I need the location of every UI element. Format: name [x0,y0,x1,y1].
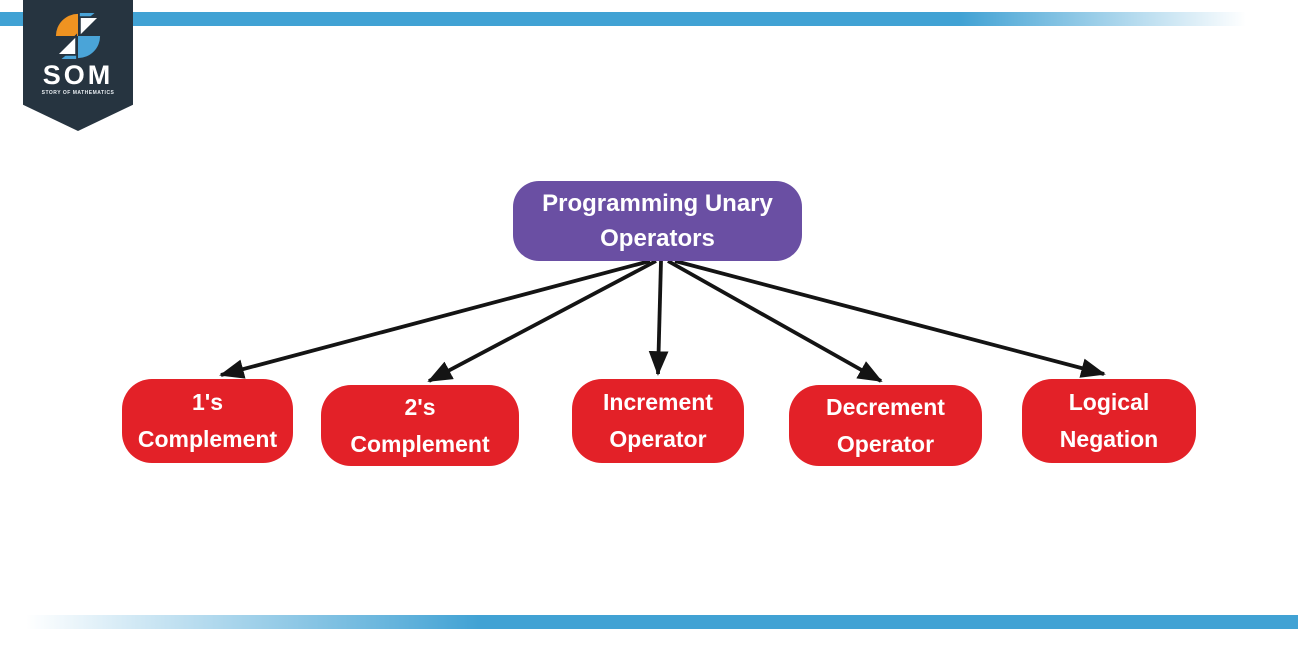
node-root: Programming Unary Operators [513,181,802,261]
node-decrement-operator: Decrement Operator [789,385,982,466]
node-logical-negation: Logical Negation [1022,379,1196,463]
som-logo-icon [55,13,101,59]
node-root-label: Programming Unary Operators [542,190,773,252]
top-accent-bar [0,12,1298,26]
arrow-root-to-logical-negation [674,259,1106,378]
som-logo-text: SOM [42,60,114,90]
node-logical-negation-label: Logical Negation [1059,389,1159,452]
arrow-root-to-increment-operator [648,260,669,376]
node-increment-operator: Increment Operator [572,379,744,463]
bottom-accent-bar [0,615,1298,629]
som-logo-badge: SOM STORY OF MATHEMATICS [23,0,133,131]
node-increment-operator-label: Increment Operator [603,389,713,452]
som-logo-tagline: STORY OF MATHEMATICS [41,90,115,96]
node-decrement-operator-label: Decrement Operator [826,393,945,457]
node-ones-complement: 1's Complement [122,379,293,463]
arrow-root-to-twos-complement [427,259,657,383]
node-twos-complement-label: 2's Complement [350,393,490,457]
arrow-root-to-decrement-operator [667,259,883,383]
node-ones-complement-label: 1's Complement [137,389,278,452]
arrow-root-to-ones-complement [219,259,651,379]
node-twos-complement: 2's Complement [321,385,519,466]
